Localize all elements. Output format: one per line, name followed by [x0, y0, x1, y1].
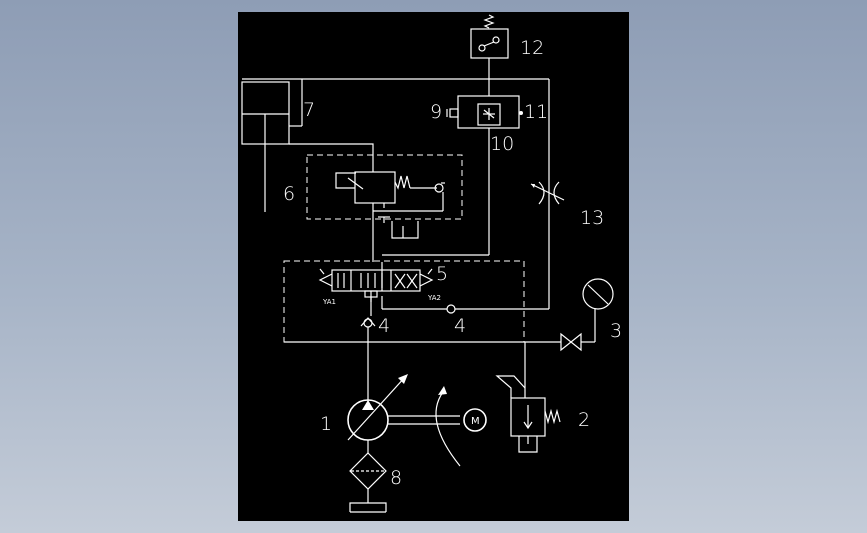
pressure-valve-block-6 — [289, 143, 463, 262]
label-6: 6 — [283, 183, 295, 205]
pump-1 — [347, 374, 487, 467]
label-9: 9 — [430, 101, 442, 123]
label-4-right: 4 — [454, 315, 466, 337]
label-8: 8 — [390, 467, 402, 489]
pressure-switch-12 — [470, 14, 509, 96]
label-12: 12 — [520, 37, 544, 59]
check-valves-4 — [360, 291, 549, 407]
label-4-left: 4 — [378, 315, 390, 337]
relief-valve-2 — [495, 342, 561, 453]
label-3: 3 — [610, 320, 622, 342]
label-7: 7 — [303, 99, 315, 121]
valve-assembly-10 — [382, 95, 523, 256]
label-2: 2 — [578, 409, 590, 431]
motor-label: M — [471, 416, 480, 427]
drawing-viewport: 12 9 10 11 7 — [238, 12, 629, 521]
hydraulic-schematic: 12 9 10 11 7 — [241, 14, 622, 513]
filter-8 — [349, 452, 387, 513]
label-11: 11 — [524, 101, 548, 123]
label-10: 10 — [490, 133, 514, 155]
directional-valve-5 — [283, 260, 525, 343]
label-1: 1 — [320, 413, 332, 435]
stop-valve-3 — [284, 278, 614, 352]
solenoid-ya1: YA1 — [322, 298, 336, 306]
label-5: 5 — [436, 263, 448, 285]
throttle-valve-13 — [530, 181, 565, 205]
solenoid-ya2: YA2 — [427, 294, 441, 302]
cylinder-7 — [241, 79, 303, 212]
label-13: 13 — [580, 207, 604, 229]
